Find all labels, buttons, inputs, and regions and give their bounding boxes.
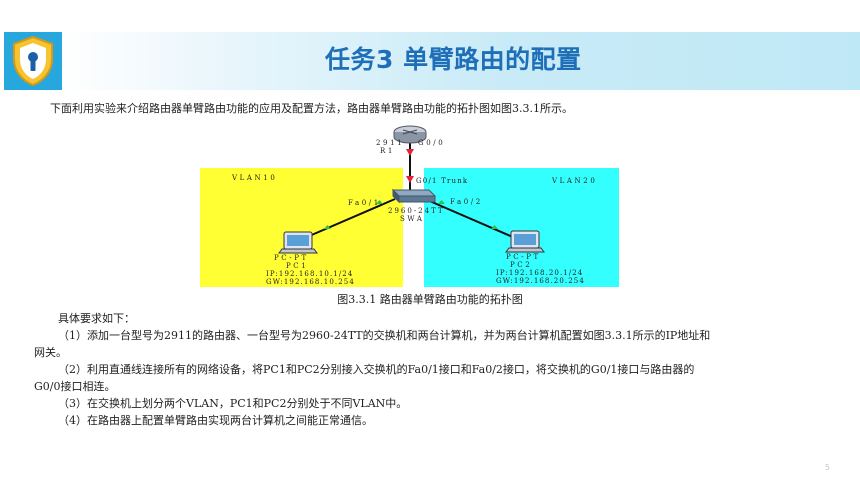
pc1-name-label: PC1 [286, 262, 308, 270]
switch-model-label: 2960-24TT [388, 207, 445, 215]
switch-port-fa02-label: Fa0/2 [450, 198, 483, 206]
router-model-label: 2911 [376, 139, 404, 147]
link-status-up [324, 225, 331, 229]
vlan10-area [200, 168, 403, 287]
pc2-link [424, 198, 516, 239]
topology-diagram: 2911 R1 G0/0 VLAN10 VLAN20 G0/1 Trunk Fa… [200, 125, 619, 287]
pc1-gw-label: GW:192.168.10.254 [266, 278, 355, 286]
router-name-label: R1 [380, 147, 395, 155]
pc-icon [278, 231, 318, 254]
link-status-up [376, 200, 383, 204]
switch-uplink-label: G0/1 Trunk [416, 177, 468, 185]
pc1-ip-label: IP:192.168.10.1/24 [266, 270, 353, 278]
pc1-link [299, 198, 396, 241]
link-status-down [406, 149, 414, 156]
requirements-list: 具体要求如下： （1）添加一台型号为2911的路由器、一台型号为2960-24T… [34, 310, 779, 429]
pc-icon [505, 230, 545, 253]
figure-caption: 图3.3.1 路由器单臂路由功能的拓扑图 [337, 293, 523, 306]
requirement-item: （4）在路由器上配置单臂路由实现两台计算机之间能正常通信。 [58, 414, 373, 427]
link-status-down [406, 176, 414, 183]
shield-lock-icon [4, 32, 62, 90]
page-title: 任务3 单臂路由的配置 [325, 45, 582, 74]
vlan20-area [424, 168, 619, 287]
requirement-item: （1）添加一台型号为2911的路由器、一台型号为2960-24TT的交换机和两台… [58, 329, 711, 342]
vlan10-label: VLAN10 [231, 174, 277, 182]
requirement-item: （2）利用直通线连接所有的网络设备，将PC1和PC2分别接入交换机的Fa0/1接… [58, 363, 695, 376]
title-bar: 任务3 单臂路由的配置 [0, 32, 860, 90]
pc2-gw-label: GW:192.168.20.254 [496, 277, 585, 285]
switch-name-label: SWA [400, 215, 425, 223]
pc2-name-label: PC2 [510, 261, 532, 269]
intro-text: 下面利用实验来介绍路由器单臂路由功能的应用及配置方法，路由器单臂路由功能的拓扑图… [50, 102, 573, 115]
router-port-label: G0/0 [418, 139, 445, 147]
vlan20-label: VLAN20 [551, 177, 597, 185]
link-status-up [438, 200, 445, 204]
switch-icon [391, 188, 437, 204]
requirement-item-continuation: G0/0接口相连。 [34, 380, 116, 393]
title-band [62, 32, 860, 90]
router-icon [393, 125, 427, 144]
requirements-heading: 具体要求如下： [58, 312, 135, 325]
page-number: 5 [824, 463, 830, 472]
pc2-ip-label: IP:192.168.20.1/24 [496, 269, 583, 277]
requirement-item: （3）在交换机上划分两个VLAN，PC1和PC2分别处于不同VLAN中。 [58, 397, 408, 410]
pc1-type-label: PC-PT [274, 254, 309, 262]
link-status-up [491, 225, 498, 229]
switch-port-fa01-label: Fa0/1 [348, 199, 381, 207]
pc2-type-label: PC-PT [506, 253, 541, 261]
requirement-item-continuation: 网关。 [34, 346, 67, 359]
